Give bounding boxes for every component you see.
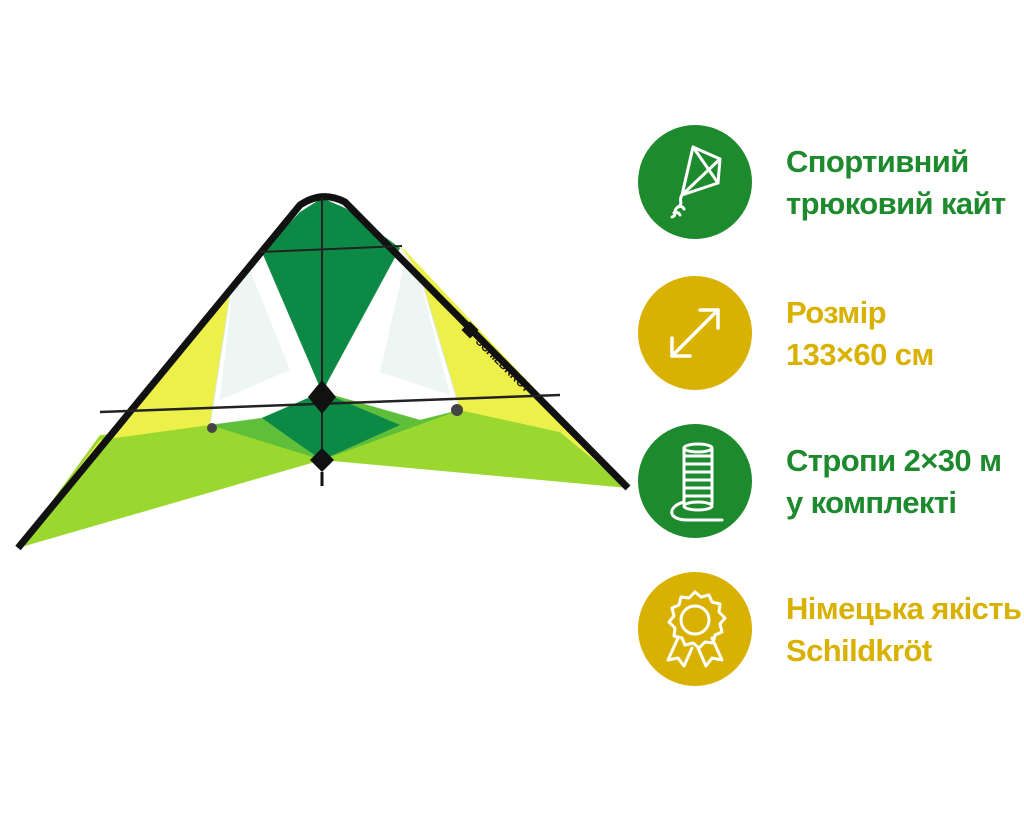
- feature-badge: [638, 424, 752, 538]
- feature-quality: Німецька якість Schildkröt: [638, 572, 1024, 688]
- feature-line1: Німецька якість: [786, 591, 1022, 626]
- feature-badge: [638, 276, 752, 390]
- feature-line1: Спортивний: [786, 144, 969, 179]
- feature-text: Стропи 2×30 м у комплекті: [786, 440, 1024, 524]
- feature-line1: Стропи 2×30 м: [786, 443, 1002, 478]
- feature-text: Німецька якість Schildkröt: [786, 588, 1024, 672]
- feature-text: Спортивний трюковий кайт: [786, 141, 1024, 225]
- feature-line2: трюковий кайт: [786, 186, 1006, 221]
- feature-sport-kite: Спортивний трюковий кайт: [638, 125, 1024, 241]
- diagonal-arrow-icon: [670, 308, 720, 358]
- feature-line1: Розмір: [786, 295, 887, 330]
- feature-badge: [638, 125, 752, 239]
- feature-line2: у комплекті: [786, 485, 957, 520]
- feature-lines: Стропи 2×30 м у комплекті: [638, 424, 1024, 540]
- quality-rosette-icon: [666, 590, 727, 668]
- feature-text: Розмір 133×60 см: [786, 292, 1024, 376]
- line-spool-icon: [670, 442, 724, 522]
- feature-size: Розмір 133×60 см: [638, 276, 1024, 392]
- feature-line2: Schildkröt: [786, 633, 932, 668]
- feature-badge: [638, 572, 752, 686]
- feature-line2: 133×60 см: [786, 337, 934, 372]
- kite-icon: [670, 145, 722, 219]
- kite-image: SCHILDKRÖT: [15, 193, 631, 551]
